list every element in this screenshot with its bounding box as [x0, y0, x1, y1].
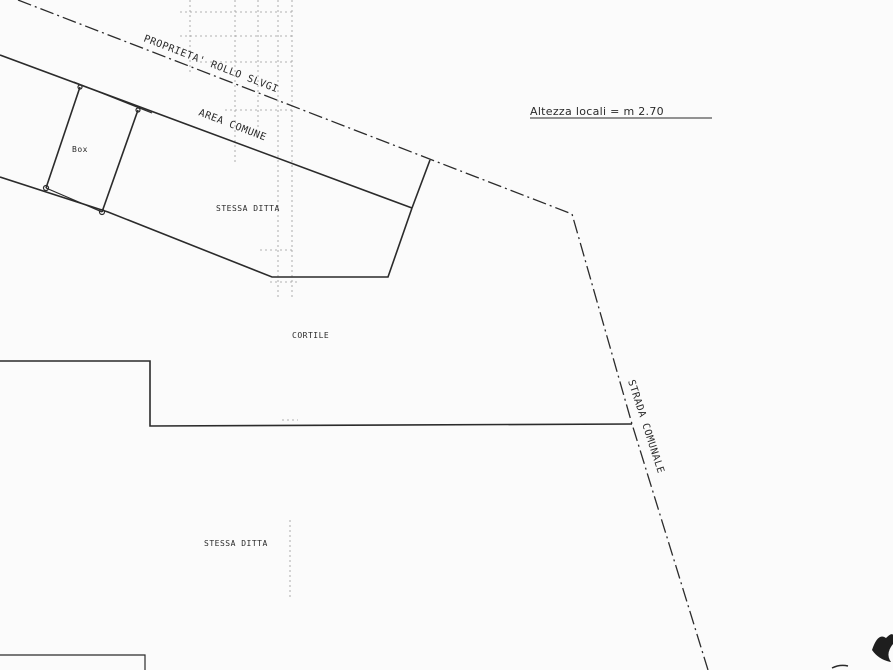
label-stessa-ditta-upper: STESSA DITTA — [216, 204, 280, 213]
property-boundary-line — [17, 0, 709, 670]
box-garage — [42, 84, 141, 216]
bottom-left-fragment — [0, 654, 146, 670]
label-proprieta: PROPRIETA' ROLLO SLVGI — [142, 34, 280, 96]
label-cortile: CORTILE — [292, 331, 329, 340]
construction-grid — [180, 0, 300, 600]
upper-building — [0, 54, 431, 278]
label-strada-comunale: STRADA COMUNALE — [625, 379, 666, 475]
lower-building-outline — [0, 360, 633, 427]
note-altezza-locali: Altezza locali = m 2.70 — [530, 105, 664, 118]
ink-smudge — [831, 634, 893, 669]
label-stessa-ditta-lower: STESSA DITTA — [204, 539, 268, 548]
label-box: Box — [72, 145, 88, 154]
label-area-comune: AREA COMUNE — [197, 108, 268, 144]
